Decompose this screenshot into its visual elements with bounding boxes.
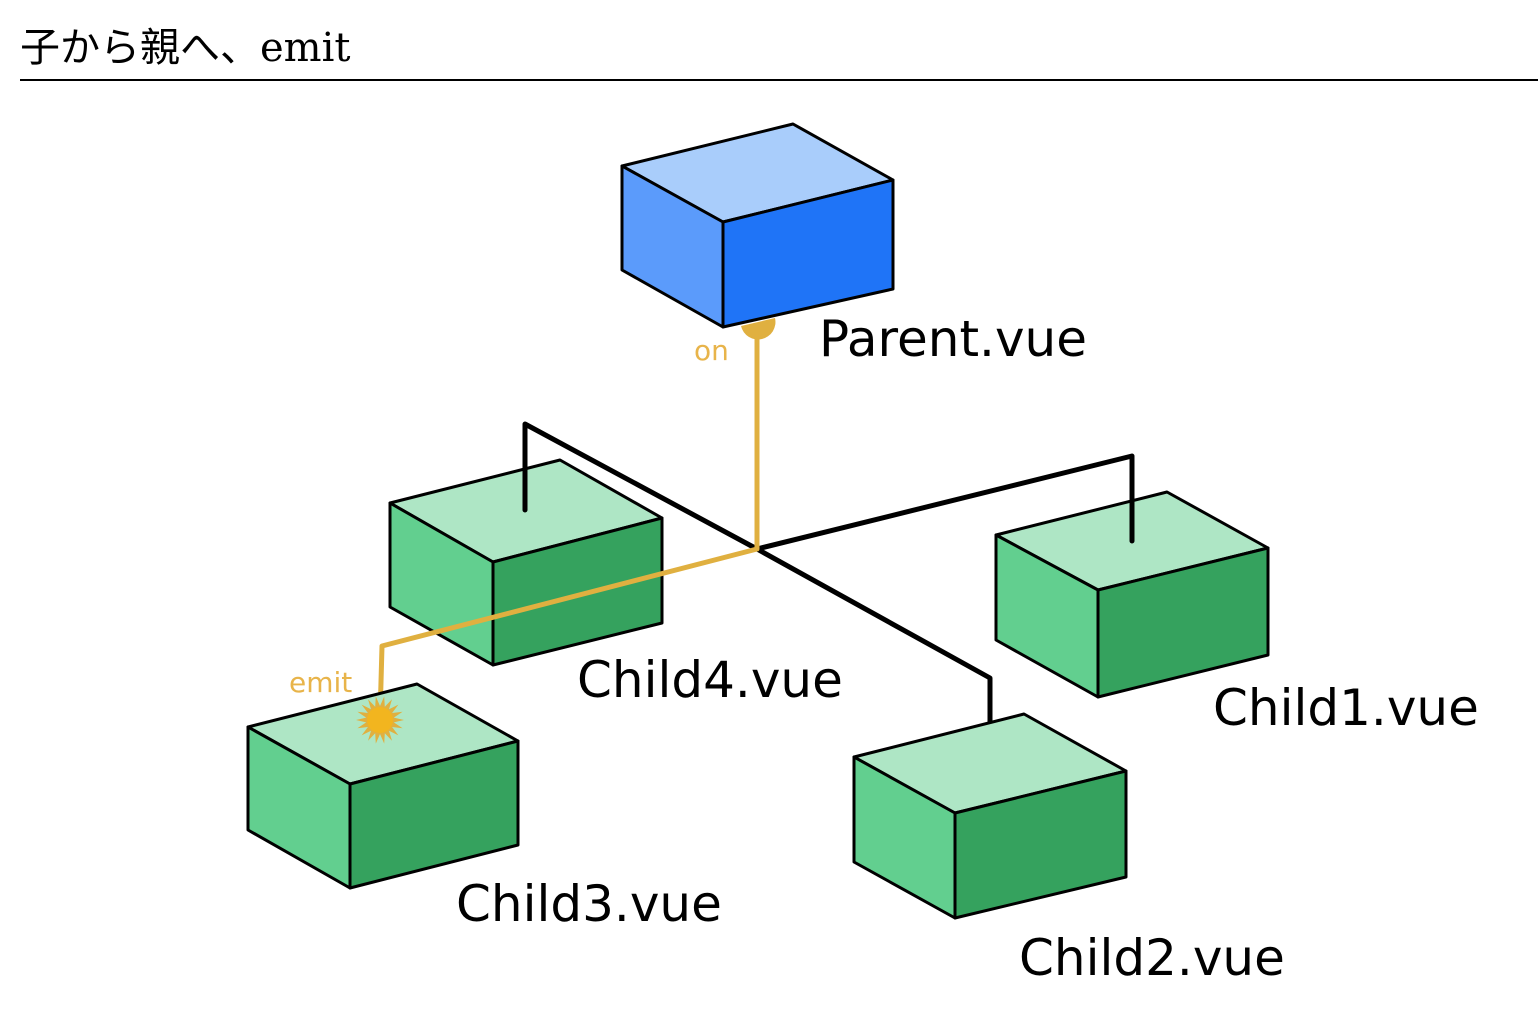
parent-box — [620, 122, 895, 329]
parent-label: Parent.vue — [819, 310, 1087, 368]
child1-label: Child1.vue — [1213, 679, 1479, 737]
connector-to-child1 — [754, 453, 1135, 552]
child2-box — [852, 712, 1128, 920]
connector-to-child4 — [522, 421, 760, 552]
on-receiver-dot — [741, 318, 776, 340]
emit-burst-core — [367, 707, 393, 733]
parent-box-right — [721, 178, 895, 329]
on-label: on — [694, 334, 729, 367]
child4-label: Child4.vue — [577, 651, 843, 709]
child4-box-right — [491, 516, 664, 667]
child3-box-right — [348, 739, 520, 890]
page-title: 子から親へ、emit — [20, 25, 351, 71]
emit-burst-icon — [356, 696, 404, 744]
emit-label: emit — [289, 666, 352, 699]
child1-box-right — [1096, 546, 1270, 699]
event-path — [377, 333, 760, 721]
child2-label: Child2.vue — [1019, 929, 1285, 987]
child2-box-right — [953, 769, 1128, 920]
title-divider — [20, 79, 1538, 81]
child3-label: Child3.vue — [456, 875, 722, 933]
emit-to-on-line — [377, 333, 760, 721]
